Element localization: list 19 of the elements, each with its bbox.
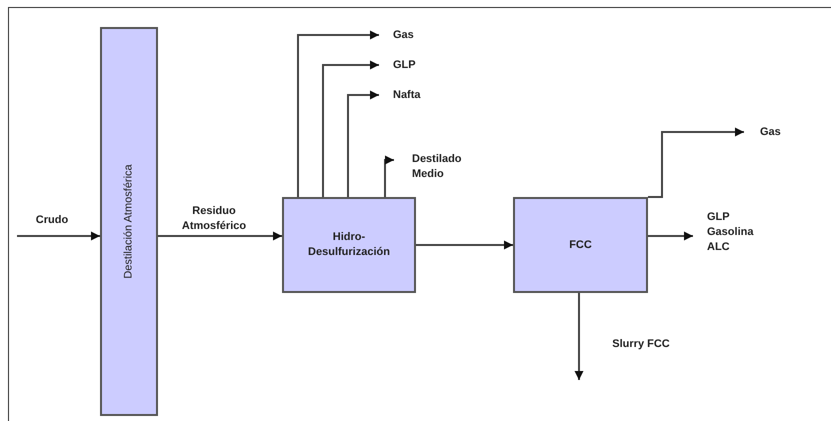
arrow	[574, 293, 584, 380]
arrow	[347, 90, 379, 197]
stream-label: Destilado Medio	[412, 152, 463, 182]
arrow	[158, 232, 282, 240]
arrow	[384, 156, 394, 197]
stream-label: Nafta	[393, 88, 421, 102]
stream-label: Gas	[393, 28, 414, 42]
unit-label: Hidro- Desulfurización	[307, 230, 391, 260]
arrow	[648, 128, 744, 198]
arrow	[322, 60, 379, 197]
arrow	[648, 232, 693, 240]
arrow	[416, 240, 513, 250]
unit-label: FCC	[568, 238, 593, 252]
stream-label: Gas	[760, 124, 781, 140]
stream-label: GLP Gasolina ALC	[707, 210, 754, 254]
arrow	[17, 232, 100, 240]
unit-label: Destilación Atmosférica	[122, 164, 136, 279]
arrow	[297, 30, 379, 197]
stream-label: GLP	[393, 58, 416, 72]
